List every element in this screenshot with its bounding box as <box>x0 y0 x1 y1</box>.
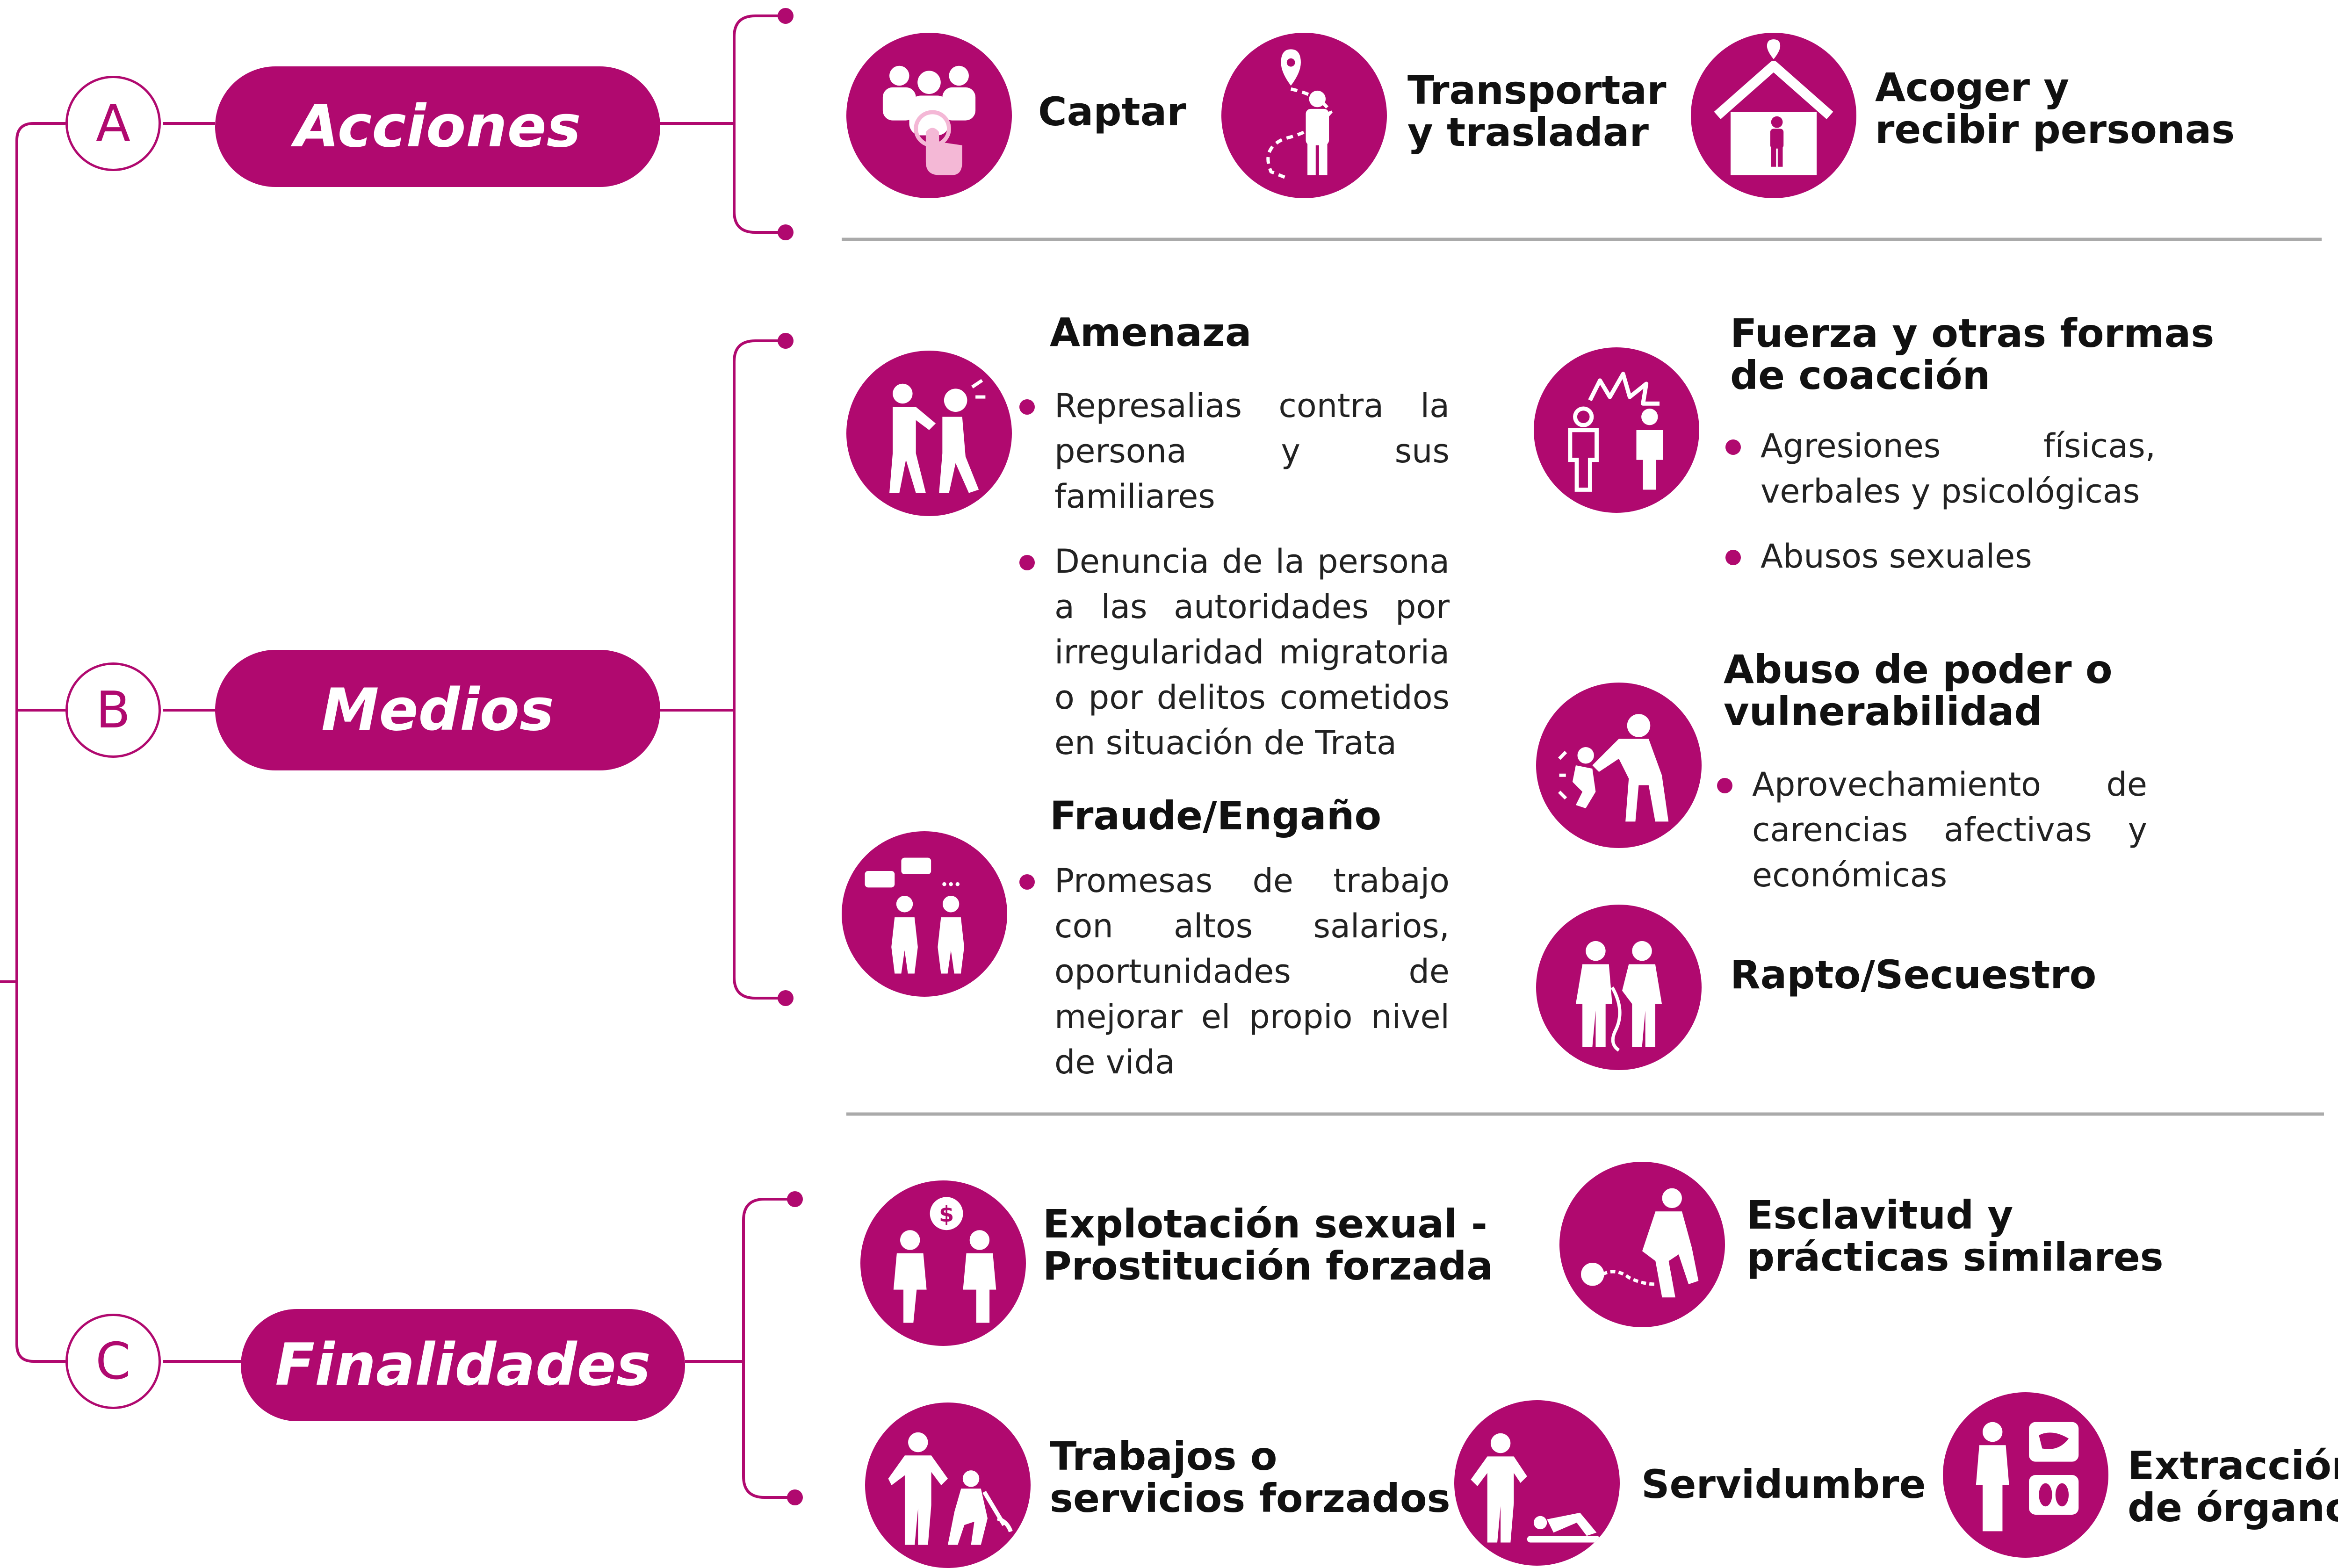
kidnap-icon <box>1536 905 1702 1070</box>
label-acoger-line2: recibir personas <box>1875 107 2235 152</box>
heading-abuso: Abuso de poder o vulnerabilidad <box>1724 648 2113 733</box>
label-rapto: Rapto/Secuestro <box>1730 952 2097 998</box>
section-title-acciones: Acciones <box>215 66 660 187</box>
heading-fuerza: Fuerza y otras formas de coacción <box>1730 312 2214 396</box>
bullets-abuso: Aprovechamiento de carencias afectivas y… <box>1717 762 2147 918</box>
label-explotacion: Explotación sexual - Prostitución forzad… <box>1043 1203 1493 1287</box>
bullet-amenaza-1: Represalias contra la persona y sus fami… <box>1019 383 1450 519</box>
heading-abuso-line2: vulnerabilidad <box>1724 689 2042 734</box>
bullet-amenaza-2: Denuncia de la persona a las autoridades… <box>1019 539 1450 766</box>
heading-fuerza-line2: de coacción <box>1730 352 1991 398</box>
servitude-icon <box>1454 1400 1620 1566</box>
label-transportar-line1: Transportar <box>1407 67 1667 113</box>
threat-icon <box>846 351 1012 516</box>
label-explotacion-line2: Prostitución forzada <box>1043 1243 1494 1289</box>
section-title-medios: Medios <box>215 650 660 770</box>
section-letter-b: B <box>65 662 161 758</box>
section-title-finalidades: Finalidades <box>241 1309 685 1421</box>
deception-icon <box>842 831 1007 997</box>
bullets-amenaza: Represalias contra la persona y sus fami… <box>1019 383 1450 785</box>
label-trabajos-line2: servicios forzados <box>1050 1475 1450 1521</box>
bullet-fuerza-1: Agresiones físicas, verbales y psicológi… <box>1725 424 2156 514</box>
group-touch-icon <box>846 33 1012 198</box>
label-extraccion-line2: de órganos <box>2128 1485 2338 1531</box>
label-esclavitud-line1: Esclavitud y <box>1746 1192 2013 1238</box>
heading-fraude: Fraude/Engaño <box>1050 793 1382 839</box>
label-captar: Captar <box>1038 89 1186 135</box>
money-people-icon: $ <box>860 1180 1026 1346</box>
label-extraccion-line1: Extracción <box>2128 1443 2338 1489</box>
abuse-power-icon <box>1536 683 1702 848</box>
heading-abuso-line1: Abuso de poder o <box>1724 647 2113 692</box>
label-servidumbre: Servidumbre <box>1641 1461 1926 1507</box>
section-letter-a: A <box>65 76 161 171</box>
bullets-fuerza: Agresiones físicas, verbales y psicológi… <box>1725 424 2156 599</box>
ball-chain-icon <box>1559 1162 1725 1327</box>
route-person-icon <box>1221 33 1387 198</box>
label-acoger-line1: Acoger y <box>1875 65 2070 110</box>
label-esclavitud: Esclavitud y prácticas similares <box>1746 1194 2164 1278</box>
house-person-icon <box>1691 33 1856 198</box>
label-transportar: Transportar y trasladar <box>1407 69 1667 153</box>
bullet-abuso-1: Aprovechamiento de carencias afectivas y… <box>1717 762 2147 898</box>
section-letter-c: C <box>65 1314 161 1409</box>
bullet-fraude-1: Promesas de trabajo con altos salarios, … <box>1019 858 1450 1085</box>
force-icon <box>1534 347 1699 513</box>
heading-fuerza-line1: Fuerza y otras formas <box>1730 310 2215 356</box>
heading-amenaza: Amenaza <box>1050 309 1252 355</box>
label-explotacion-line1: Explotación sexual - <box>1043 1201 1487 1247</box>
label-extraccion: Extracción de órganos <box>2128 1445 2338 1529</box>
svg-text:$: $ <box>939 1202 954 1227</box>
bullet-fuerza-2: Abusos sexuales <box>1725 534 2156 579</box>
label-transportar-line2: y trasladar <box>1407 109 1649 155</box>
label-trabajos-line1: Trabajos o <box>1050 1433 1277 1479</box>
bullets-fraude: Promesas de trabajo con altos salarios, … <box>1019 858 1450 1105</box>
label-esclavitud-line2: prácticas similares <box>1746 1234 2164 1280</box>
label-trabajos: Trabajos o servicios forzados <box>1050 1435 1450 1519</box>
label-acoger: Acoger y recibir personas <box>1875 66 2235 151</box>
forced-labor-icon <box>865 1403 1031 1568</box>
organs-icon <box>1943 1392 2108 1558</box>
